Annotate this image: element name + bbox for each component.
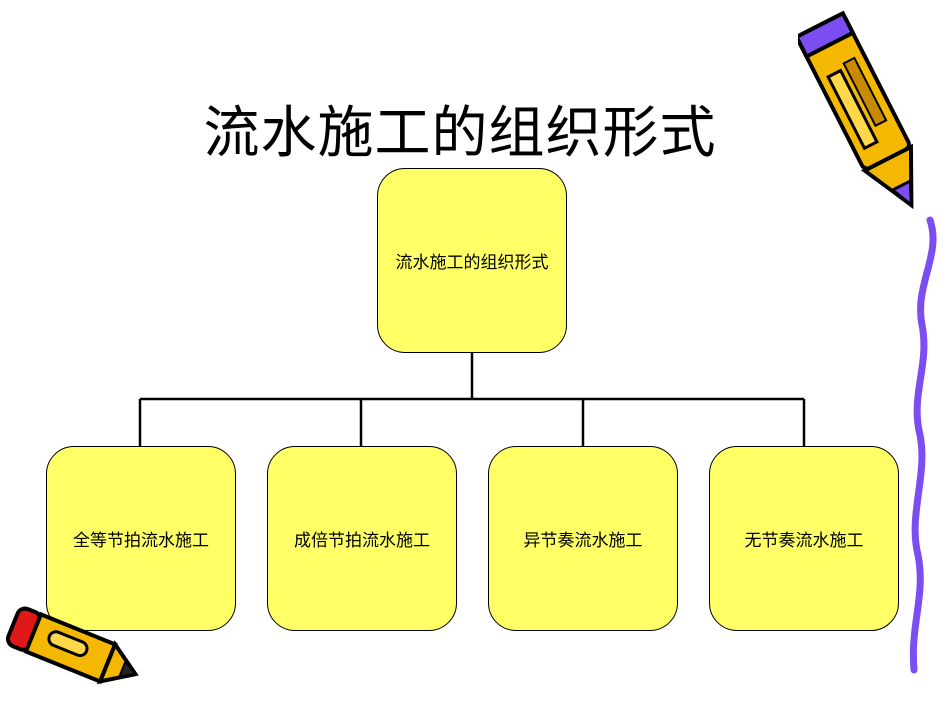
child-node-1: 全等节拍流水施工: [46, 446, 236, 631]
root-node: 流水施工的组织形式: [377, 168, 567, 353]
crayon-icon: [5, 606, 139, 685]
wavy-line-decoration: [909, 216, 937, 674]
child-node-3: 异节奏流水施工: [488, 446, 678, 631]
slide-title: 流水施工的组织形式: [203, 101, 717, 166]
child-node-4: 无节奏流水施工: [709, 446, 899, 631]
pencil-icon: [798, 10, 914, 210]
child-node-2: 成倍节拍流水施工: [267, 446, 457, 631]
